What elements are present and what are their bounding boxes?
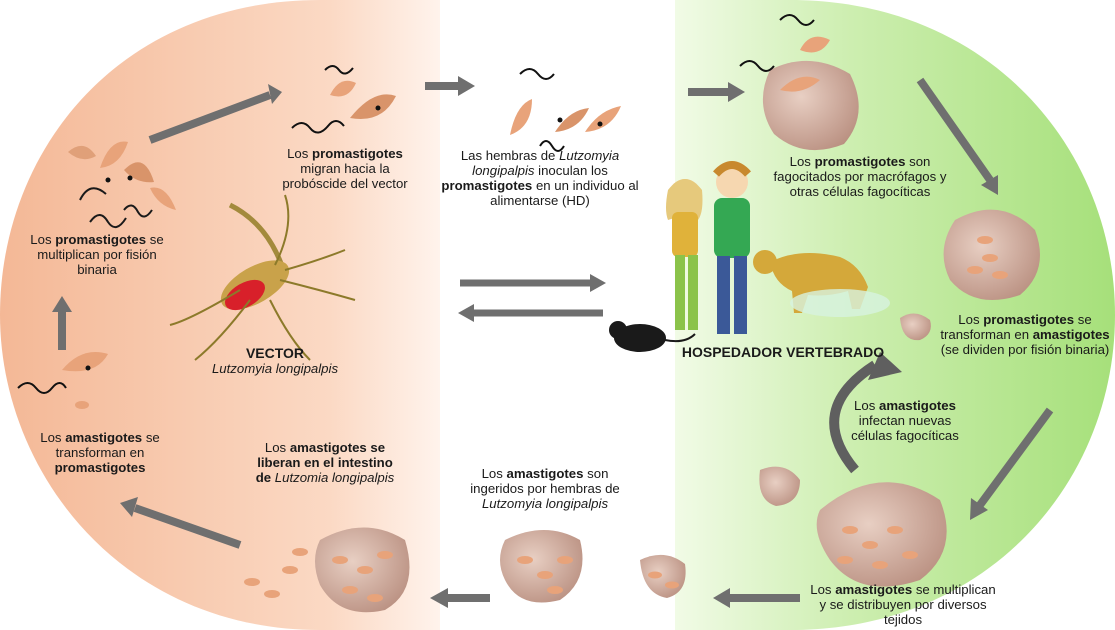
- macrophage-transforming: [943, 209, 1040, 300]
- label-segment: promastigotes: [54, 460, 146, 475]
- rat: [609, 321, 696, 352]
- grass: [790, 289, 890, 317]
- label-phagocytosis: Los promastigotes son fagocitados por ma…: [765, 154, 955, 199]
- label-transform-amastigote: Los promastigotes se transforman en amas…: [940, 312, 1110, 357]
- label-segment: Los: [30, 232, 56, 247]
- promastigote-group-migrating: [291, 65, 396, 134]
- vector-title: VECTOR: [245, 345, 305, 361]
- label-segment: amastigotes: [65, 430, 143, 445]
- label-segment: Los: [789, 154, 815, 169]
- vector-caption: VECTOR Lutzomyia longipalpis: [205, 345, 345, 377]
- label-segment: amastigotes: [1032, 327, 1110, 342]
- label-segment: Los: [287, 146, 313, 161]
- human-man: [713, 161, 751, 334]
- label-segment: promastigotes: [814, 154, 906, 169]
- label-migrate: Los promastigotes migran hacia la probós…: [270, 146, 420, 191]
- arrow-transform-down: [976, 407, 1054, 508]
- label-segment: Los: [810, 582, 836, 597]
- label-segment: son ingeridos por hembras de: [470, 466, 620, 496]
- promastigote-group-multiplying: [68, 141, 176, 229]
- label-released: Los amastigotes se liberan en el intesti…: [250, 440, 400, 485]
- infected-cell-small: [759, 466, 800, 506]
- label-segment: inoculan los: [534, 163, 608, 178]
- curved-arrow: [829, 360, 878, 474]
- label-segment: infectan nuevas células fagocíticas: [851, 413, 959, 443]
- label-segment: promastigotes: [441, 178, 533, 193]
- label-ingested: Los amastigotes son ingeridos por hembra…: [455, 466, 635, 511]
- label-segment: Las hembras de: [460, 148, 560, 163]
- cell-group-ingested: [500, 530, 686, 603]
- macrophage-multiplying: [816, 482, 947, 587]
- label-segment: amastigotes: [835, 582, 913, 597]
- label-segment: Lutzomia longipalpis: [274, 470, 395, 485]
- vector-species: Lutzomyia longipalpis: [211, 361, 339, 376]
- label-segment: Los: [854, 398, 879, 413]
- label-segment: Los: [481, 466, 507, 481]
- arrow-bottom-left: [133, 504, 242, 549]
- host-title: HOSPEDADOR VERTEBRADO: [681, 344, 885, 360]
- arrow-phagocytosis: [916, 77, 994, 183]
- label-segment: Los: [264, 440, 290, 455]
- small-cell: [900, 313, 931, 341]
- label-segment: (se dividen por fisión binaria): [940, 342, 1110, 357]
- macrophage-phagocytosis: [739, 14, 859, 151]
- label-segment: promastigotes: [312, 146, 403, 161]
- human-woman: [666, 179, 703, 330]
- label-segment: amastigotes se liberan en el intestino d…: [255, 440, 393, 485]
- label-segment: promastigotes: [55, 232, 147, 247]
- label-segment: Los: [958, 312, 984, 327]
- label-segment: en un individuo al alimentarse (HD): [490, 178, 639, 208]
- label-segment: migran hacia la probóscide del vector: [282, 161, 408, 191]
- label-transform-promastigote: Los amastigotes se transforman en promas…: [30, 430, 170, 475]
- arrow-to-proboscis: [148, 91, 272, 144]
- label-distribute: Los amastigotes se multiplican y se dist…: [808, 582, 998, 627]
- mosquito-vector: [169, 194, 356, 361]
- label-infect: Los amastigotes infectan nuevas células …: [840, 398, 970, 443]
- label-segment: Los: [40, 430, 66, 445]
- cell-group-released: [244, 527, 410, 613]
- label-segment: Lutzomyia longipalpis: [472, 148, 620, 178]
- label-segment: se transforman en: [940, 312, 1092, 342]
- label-multiply: Los promastigotes se multiplican por fis…: [22, 232, 172, 277]
- label-segment: promastigotes: [983, 312, 1075, 327]
- label-segment: son fagocitados por macrófagos y otras c…: [773, 154, 947, 199]
- label-segment: amastigotes: [506, 466, 584, 481]
- label-inoculate: Las hembras de Lutzomyia longipalpis ino…: [435, 148, 645, 208]
- label-segment: amastigotes: [878, 398, 956, 413]
- label-segment: se transforman en: [55, 430, 160, 460]
- curved-arrow-head: [868, 352, 902, 380]
- promastigote-group-inoculated: [510, 68, 621, 152]
- label-segment: se multiplican por fisión binaria: [37, 232, 164, 277]
- label-segment: Lutzomyia longipalpis: [481, 496, 609, 511]
- label-segment: se multiplican y se distribuyen por dive…: [819, 582, 996, 627]
- promastigote-transforming: [17, 352, 108, 409]
